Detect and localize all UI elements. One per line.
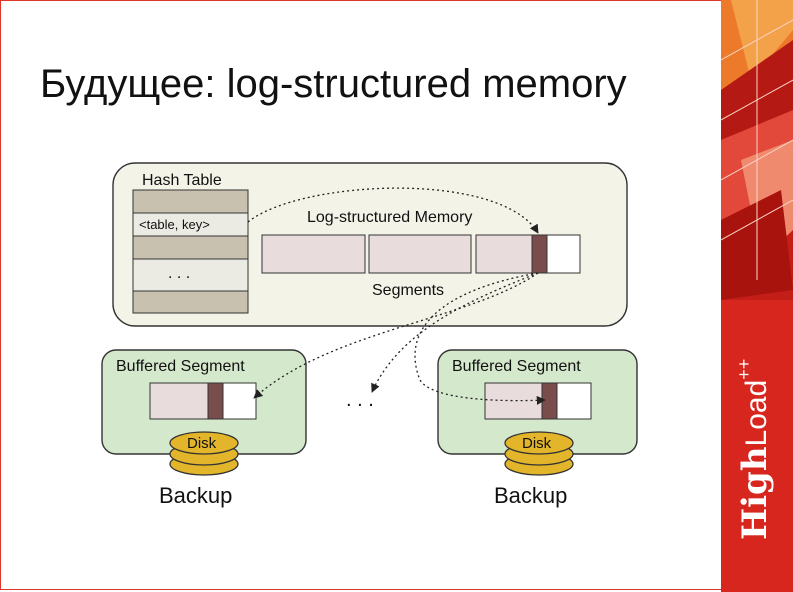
- hash-table-row: [132, 235, 249, 260]
- brand-load: Load: [740, 379, 773, 447]
- backup-label-right: Backup: [494, 483, 567, 508]
- buffered-segment-title-left: Buffered Segment: [116, 358, 245, 375]
- between-ellipsis: . . .: [346, 389, 374, 411]
- hash-to-log-arrow: [247, 187, 539, 234]
- hash-table-entry-label: <table, key>: [139, 217, 210, 232]
- disk-label-left: Disk: [187, 435, 217, 452]
- buffered-segment-right-filled: [484, 382, 543, 420]
- slide-title: Будущее: log-structured memory: [40, 62, 627, 106]
- buffered-segment-left-filled: [149, 382, 209, 420]
- brand-pattern: [721, 0, 793, 592]
- brand-logo: HighLoad++: [734, 359, 775, 540]
- hash-table-title: Hash Table: [142, 172, 222, 189]
- log-head-marker: [531, 234, 548, 274]
- log-structured-memory-diagram: Hash Table <table, key> . . . Log-struct…: [101, 162, 638, 508]
- replicate-arrow-left: [253, 272, 539, 399]
- hash-table-row: [132, 290, 249, 314]
- buffered-segment-title-right: Buffered Segment: [452, 358, 581, 375]
- memory-segment: [368, 234, 472, 274]
- brand-plus: ++: [734, 358, 754, 380]
- buffered-segment-left-marker: [207, 382, 224, 420]
- hash-table-ellipsis: . . .: [168, 265, 190, 282]
- disk-icon-left: [169, 431, 239, 476]
- hash-table-gap-row: [132, 258, 249, 292]
- log-memory-title: Log-structured Memory: [307, 209, 472, 226]
- backup-label-left: Backup: [159, 483, 232, 508]
- replicate-arrow-middle: [371, 272, 539, 393]
- buffered-segment-right-marker: [541, 382, 558, 420]
- replicate-arrow-right: [414, 272, 546, 405]
- disk-label-right: Disk: [522, 435, 552, 452]
- memory-segment-head-filled: [475, 234, 533, 274]
- brand-sidebar: [721, 0, 793, 592]
- disk-icon-right: [504, 431, 574, 476]
- memory-segment: [261, 234, 366, 274]
- segments-label: Segments: [372, 282, 444, 299]
- brand-high: High: [735, 446, 775, 540]
